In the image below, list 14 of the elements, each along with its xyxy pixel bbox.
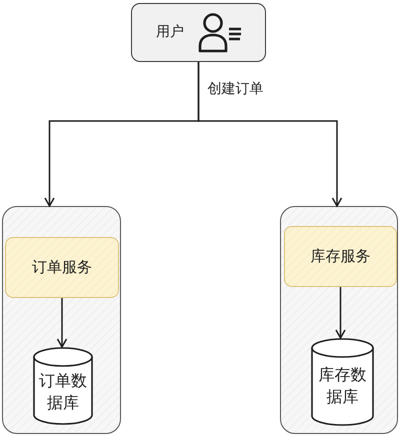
node-label: 订单服务: [32, 258, 92, 277]
edge-label: 创建订单: [206, 80, 266, 98]
arrow: [198, 62, 342, 207]
node-label: 用户: [156, 23, 184, 41]
node-label: 订单数据库: [38, 370, 88, 414]
service-container: [280, 206, 398, 434]
user-box: [131, 3, 266, 62]
node-label: 库存数据库: [318, 364, 368, 408]
service-box: [5, 237, 119, 298]
node-label: 库存服务: [310, 247, 370, 266]
arrow: [56, 298, 68, 348]
service-box: [284, 226, 397, 287]
service-container: [2, 206, 121, 434]
arrow: [335, 287, 346, 339]
